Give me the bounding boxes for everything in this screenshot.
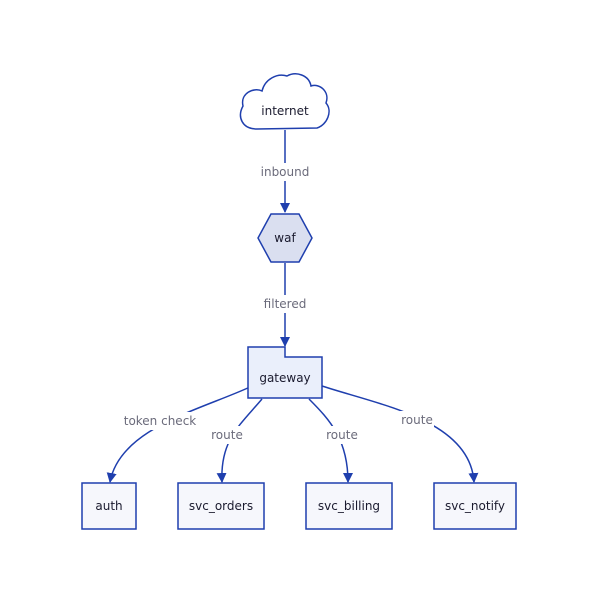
edge-label-route: route (401, 413, 433, 427)
node-box (305, 482, 393, 530)
edge-label-bg (325, 426, 359, 444)
node-svc-orders[interactable]: svc_orders (177, 482, 265, 530)
edge-gateway-svc-notify: route (321, 385, 479, 483)
node-auth[interactable]: auth (81, 482, 137, 530)
edge-gateway-svc-orders: route (210, 398, 263, 483)
edge-label-token-check: token check (124, 414, 197, 428)
edge-label-bg (210, 426, 244, 444)
edge-label-route: route (326, 428, 358, 442)
node-label-svc-notify: svc_notify (445, 499, 505, 513)
edge-label-inbound: inbound (261, 165, 310, 179)
edges: inbound filtered token check route route (106, 130, 479, 483)
node-internet[interactable]: internet (239, 73, 330, 130)
node-box (177, 482, 265, 530)
node-label-waf: waf (274, 231, 296, 245)
node-box (433, 482, 517, 530)
edge-label-bg (124, 412, 196, 430)
edge-label-bg (400, 411, 434, 429)
node-label-auth: auth (95, 499, 122, 513)
edge-gateway-svc-billing: route (308, 398, 359, 483)
node-svc-notify[interactable]: svc_notify (433, 482, 517, 530)
node-waf[interactable]: waf (257, 213, 313, 263)
node-label-gateway: gateway (259, 371, 310, 385)
node-label-svc-billing: svc_billing (318, 499, 380, 513)
edge-label-bg (260, 295, 310, 313)
nodes: internet waf gateway auth svc_orders svc… (81, 73, 517, 530)
edge-internet-waf: inbound (258, 130, 312, 213)
edge-gateway-auth: token check (106, 386, 251, 483)
node-label-internet: internet (261, 104, 309, 118)
hexagon-shape (257, 213, 313, 263)
edge-waf-gateway: filtered (260, 263, 310, 347)
node-box (81, 482, 137, 530)
folder-shape (247, 346, 323, 399)
edge-label-filtered: filtered (264, 297, 307, 311)
node-label-svc-orders: svc_orders (189, 499, 253, 513)
edge-label-route: route (211, 428, 243, 442)
node-gateway[interactable]: gateway (247, 346, 323, 399)
node-svc-billing[interactable]: svc_billing (305, 482, 393, 530)
edge-label-bg (258, 163, 312, 181)
cloud-icon (239, 73, 330, 130)
